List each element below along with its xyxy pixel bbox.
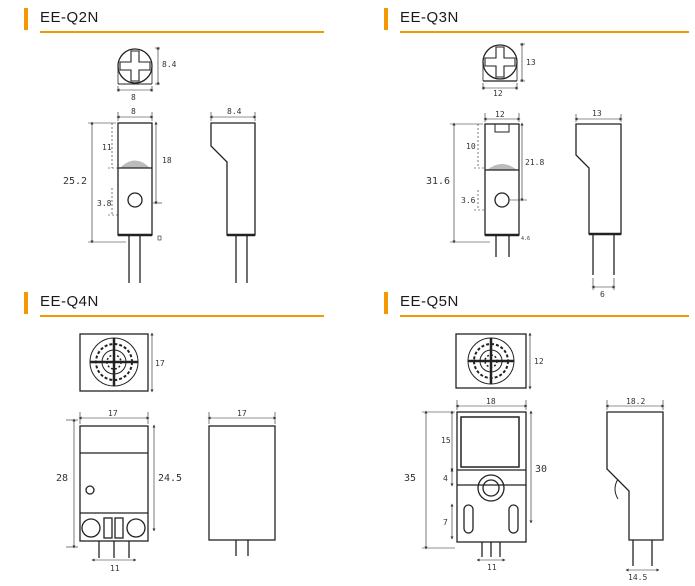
header-rule [40, 31, 324, 33]
q2n-top-view [117, 48, 153, 85]
dim-label: 11 [487, 563, 497, 572]
header-rule [400, 31, 689, 33]
dim-label: 17 [155, 359, 165, 368]
header-rule [40, 315, 324, 317]
dim-label: 10 [466, 142, 476, 151]
section-header-q3n: EE-Q3N [384, 8, 689, 33]
q4n-top-view [79, 333, 149, 392]
section-title: EE-Q4N [40, 293, 99, 310]
q4n-labels: 17 17 28 24.5 11 17 [56, 359, 247, 573]
dim-label: 11 [110, 564, 120, 573]
q5n-labels: 12 18 35 15 4 7 30 11 18.2 14.5 [404, 357, 647, 582]
q2n-drawing [88, 46, 257, 283]
accent-bar [24, 8, 28, 30]
dim-label: 8.4 [162, 60, 177, 69]
dim-label: 8.4 [227, 107, 242, 116]
q3n-top-view [482, 44, 518, 82]
dim-label: 14.5 [628, 573, 647, 582]
q2n-side-view [210, 122, 256, 283]
dim-label: 3.8 [97, 199, 112, 208]
dim-label: 4 [443, 474, 448, 483]
q5n-front-view [456, 411, 527, 557]
dim-label: 18 [162, 156, 172, 165]
q3n-drawing [450, 42, 623, 290]
dim-label: 11 [102, 143, 112, 152]
q3n-labels: 13 12 12 31.6 10 21.8 3.6 4.6 13 6 [426, 58, 605, 299]
section-header-q2n: EE-Q2N [24, 8, 324, 33]
dim-label: 30 [535, 464, 547, 475]
dim-label: 8 [131, 107, 136, 116]
q5n-top-view [455, 333, 527, 389]
dim-label: 4.6 [521, 236, 530, 242]
section-title: EE-Q2N [40, 9, 99, 26]
dim-label: 35 [404, 473, 416, 484]
dim-label: 25.2 [63, 176, 87, 187]
dim-label: 31.6 [426, 176, 450, 187]
dim-label: 12 [493, 89, 503, 98]
dim-label: 18 [486, 397, 496, 406]
accent-bar [384, 8, 388, 30]
dim-label: 17 [237, 409, 247, 418]
section-title: EE-Q3N [400, 9, 459, 26]
dim-label: 18.2 [626, 397, 645, 406]
section-title: EE-Q5N [400, 293, 459, 310]
q3n-side-view [575, 123, 622, 275]
section-header-q5n: EE-Q5N [384, 292, 689, 317]
dim-label: 12 [495, 110, 505, 119]
section-header-q4n: EE-Q4N [24, 292, 324, 317]
accent-bar [384, 292, 388, 314]
q4n-drawing [66, 332, 277, 562]
dim-label: 7 [443, 518, 448, 527]
q2n-front-view [117, 122, 153, 283]
q5n-side-view [606, 411, 664, 566]
dim-label: 12 [534, 357, 544, 366]
q2n-labels: 8.4 8 8 25.2 11 18 3.8 8.4 [63, 60, 242, 208]
dim-label: 8 [131, 93, 136, 102]
dim-label: 13 [526, 58, 536, 67]
q4n-front-view [79, 425, 149, 558]
header-rule [400, 315, 689, 317]
dim-label: 6 [600, 290, 605, 299]
dim-label: 3.6 [461, 196, 476, 205]
dim-label: 21.8 [525, 158, 544, 167]
dim-label: 17 [108, 409, 118, 418]
q4n-side-view [208, 425, 276, 556]
q5n-drawing [422, 332, 665, 572]
dim-label: 15 [441, 436, 451, 445]
q3n-front-view [484, 123, 520, 257]
accent-bar [24, 292, 28, 314]
dim-label: 28 [56, 473, 68, 484]
dim-label: 24.5 [158, 473, 182, 484]
dim-label: 13 [592, 109, 602, 118]
